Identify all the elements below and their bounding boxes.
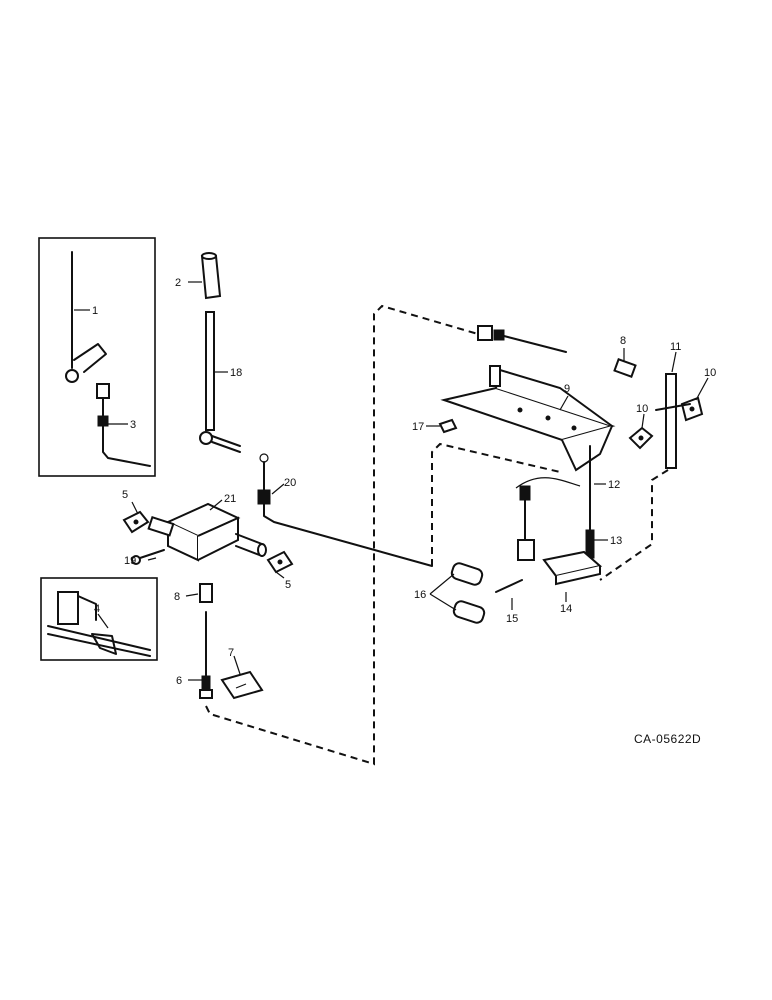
callout-7: 7 [228,647,234,659]
part-8-bushing-left [199,583,213,603]
callout-10-left: 10 [636,403,648,415]
cable-routing-secondary [431,442,561,566]
linkage-clevis [515,477,581,561]
callout-21: 21 [224,493,236,505]
callout-8-right: 8 [620,335,626,347]
part-4-bracket-shaft [47,591,151,657]
callout-19: 19 [124,555,136,567]
part-10-nut [680,396,704,422]
leader-lines [74,281,709,681]
callout-20: 20 [284,477,296,489]
callout-17: 17 [412,421,424,433]
drawing-id: CA-05622D [634,732,701,746]
callout-9: 9 [564,383,570,395]
callout-4: 4 [94,603,100,615]
callout-14: 14 [560,603,572,615]
part-21-bracket-assembly [147,502,267,562]
inset-box-bottom [40,577,158,661]
callout-18: 18 [230,367,242,379]
callout-11: 11 [670,341,681,353]
part-11-link-bar [599,373,691,581]
callout-10-right: 10 [704,367,716,379]
callout-16: 16 [414,589,426,601]
part-16-bushings [450,562,486,624]
callout-8-left: 8 [174,591,180,603]
callout-5-right: 5 [285,579,291,591]
part-5-plate-right [266,550,294,574]
cable-fitting-upper [477,325,567,353]
part-2-knob [200,252,222,300]
callout-15: 15 [506,613,518,625]
callout-5-left: 5 [122,489,128,501]
part-14-bracket [542,550,603,586]
part-1-lever-rod [65,251,107,383]
part-10-plate [628,426,654,450]
part-9-main-bracket [440,365,616,472]
part-17-clip [438,418,458,434]
callout-12: 12 [608,479,620,491]
part-3-cable-fitting [96,383,151,467]
part-5-plate-left [122,510,150,534]
callout-13: 13 [610,535,622,547]
callout-2: 2 [175,277,181,289]
part-19-bolt [131,549,165,565]
callout-1: 1 [92,305,98,317]
callout-3: 3 [130,419,136,431]
callout-6: 6 [176,675,182,687]
part-18-shift-lever [199,311,241,453]
part-6-cable-end [199,611,213,699]
part-7-plate [220,670,264,700]
inset-box-top [38,237,156,477]
part-20-cable [257,453,433,567]
part-15-pin [495,579,523,593]
part-8-bushing-right [613,358,637,378]
